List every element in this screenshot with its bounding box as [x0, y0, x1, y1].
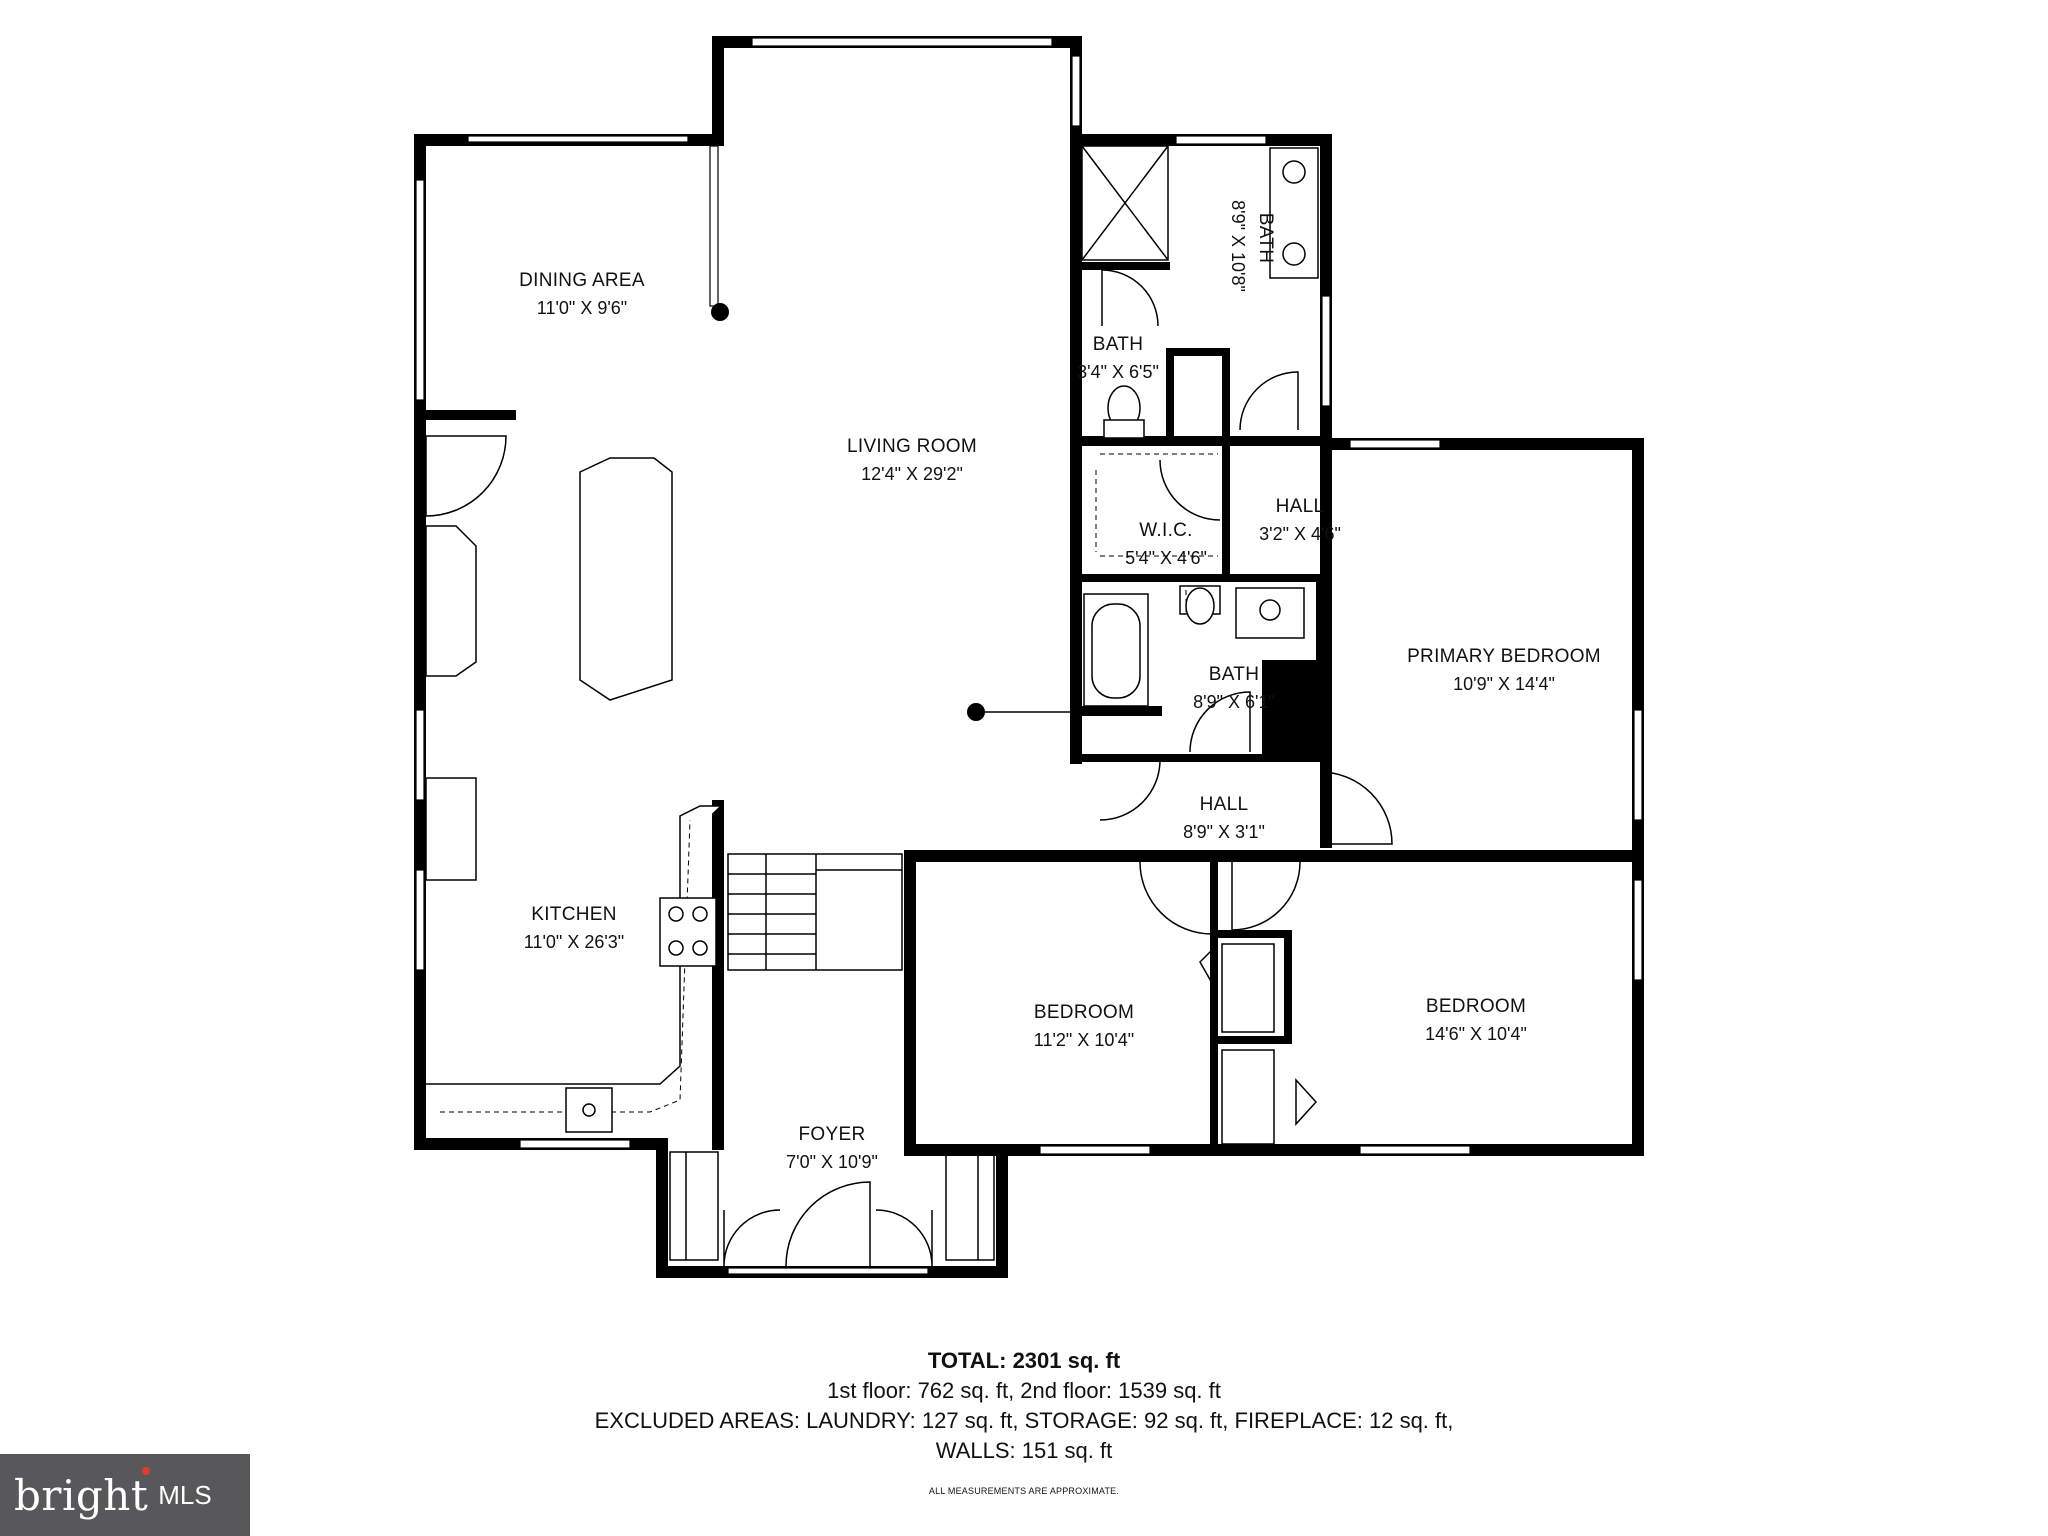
bath-mid-name: BATH	[1209, 664, 1259, 685]
hall-lower-dims: 8'9" X 3'1"	[1183, 822, 1265, 842]
bedroom-right-dims: 14'6" X 10'4"	[1425, 1024, 1527, 1044]
primary-bedroom-dims: 10'9" X 14'4"	[1453, 674, 1555, 694]
total-area: TOTAL: 2301 sq. ft	[0, 1348, 2048, 1374]
bath-small-name: BATH	[1093, 334, 1143, 355]
kitchen-fixtures	[425, 303, 1070, 1133]
stairs	[727, 853, 903, 971]
excluded-areas: EXCLUDED AREAS: LAUNDRY: 127 sq. ft, STO…	[594, 1408, 1454, 1433]
hall-upper-dims: 3'2" X 4'6"	[1259, 524, 1341, 544]
wic-name: W.I.C.	[1139, 520, 1193, 541]
living-room-name: LIVING ROOM	[847, 436, 977, 457]
bedroom-left-name: BEDROOM	[1034, 1002, 1134, 1023]
logo-dot-icon	[142, 1467, 151, 1475]
kitchen-name: KITCHEN	[531, 904, 617, 925]
total-value: 2301 sq. ft	[1012, 1348, 1121, 1373]
bath-fixtures	[1081, 145, 1319, 707]
walls-area: WALLS: 151 sq. ft	[935, 1438, 1113, 1463]
bedroom-right-name: BEDROOM	[1426, 996, 1526, 1017]
foyer-name: FOYER	[799, 1124, 866, 1145]
bright-mls-logo: bright MLS	[0, 1454, 250, 1536]
kitchen-dims: 11'0" X 26'3"	[524, 932, 624, 952]
doors	[425, 269, 1393, 1267]
bath-small-dims: 3'4" X 6'5"	[1077, 362, 1159, 382]
bath-large-name: BATH	[1255, 213, 1276, 263]
room-labels: DINING AREA 11'0" X 9'6" LIVING ROOM 12'…	[519, 200, 1601, 1172]
disclaimer: ALL MEASUREMENTS ARE APPROXIMATE.	[928, 1486, 1120, 1496]
bedroom-left-dims: 11'2" X 10'4"	[1034, 1030, 1134, 1050]
living-room-dims: 12'4" X 29'2"	[861, 464, 963, 484]
dining-area-name: DINING AREA	[519, 270, 645, 291]
dining-area-dims: 11'0" X 9'6"	[537, 298, 627, 318]
hall-upper-name: HALL	[1276, 496, 1325, 517]
foyer-closets	[669, 943, 1275, 1261]
logo-suffix: MLS	[158, 1479, 212, 1510]
wic-dims: 5'4" X 4'6"	[1125, 548, 1207, 568]
windows	[415, 37, 1643, 1275]
bath-large-dims: 8'9" X 10'8"	[1228, 200, 1248, 292]
foyer-dims: 7'0" X 10'9"	[786, 1152, 878, 1172]
logo-word: bright	[14, 1470, 149, 1520]
hall-lower-name: HALL	[1200, 794, 1249, 815]
floor-areas: 1st floor: 762 sq. ft, 2nd floor: 1539 s…	[827, 1378, 1221, 1403]
total-label: TOTAL:	[927, 1348, 1007, 1373]
primary-bedroom-name: PRIMARY BEDROOM	[1407, 646, 1601, 667]
bath-mid-dims: 8'9" X 6'1"	[1193, 692, 1275, 712]
